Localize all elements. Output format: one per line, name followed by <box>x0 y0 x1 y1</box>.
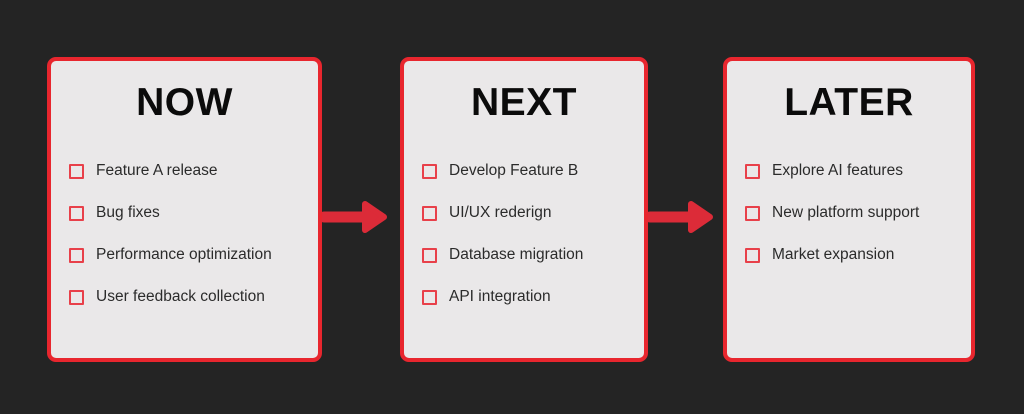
checkbox-icon[interactable] <box>422 289 437 305</box>
list-item-label: API integration <box>449 288 551 306</box>
checkbox-icon[interactable] <box>422 247 437 263</box>
list-item-label: Performance optimization <box>96 246 272 264</box>
list-item[interactable]: UI/UX rederign <box>422 192 644 234</box>
list-item[interactable]: Bug fixes <box>69 192 318 234</box>
list-item[interactable]: Explore AI features <box>745 150 971 192</box>
checkbox-icon[interactable] <box>422 163 437 179</box>
column-card-now[interactable]: NOW Feature A release Bug fixes Performa… <box>47 57 322 362</box>
list-item-label: Feature A release <box>96 162 218 180</box>
list-item-label: Bug fixes <box>96 204 160 222</box>
column-card-later[interactable]: LATER Explore AI features New platform s… <box>723 57 975 362</box>
list-item[interactable]: Feature A release <box>69 150 318 192</box>
connector-now-to-next <box>322 197 394 237</box>
checkbox-icon[interactable] <box>69 163 84 179</box>
checklist-now: Feature A release Bug fixes Performance … <box>51 122 318 318</box>
checklist-later: Explore AI features New platform support… <box>727 122 971 276</box>
list-item-label: New platform support <box>772 204 920 222</box>
list-item-label: Market expansion <box>772 246 895 264</box>
list-item[interactable]: Database migration <box>422 234 644 276</box>
checkbox-icon[interactable] <box>69 289 84 305</box>
arrow-right-icon <box>322 201 387 233</box>
arrow-right-icon <box>648 201 713 233</box>
list-item[interactable]: Develop Feature B <box>422 150 644 192</box>
checkbox-icon[interactable] <box>69 247 84 263</box>
column-card-next[interactable]: NEXT Develop Feature B UI/UX rederign Da… <box>400 57 648 362</box>
list-item[interactable]: Performance optimization <box>69 234 318 276</box>
checkbox-icon[interactable] <box>422 205 437 221</box>
list-item[interactable]: User feedback collection <box>69 276 318 318</box>
column-title-later: LATER <box>784 81 914 124</box>
list-item-label: Explore AI features <box>772 162 903 180</box>
checkbox-icon[interactable] <box>69 205 84 221</box>
list-item[interactable]: New platform support <box>745 192 971 234</box>
list-item-label: User feedback collection <box>96 288 265 306</box>
checklist-next: Develop Feature B UI/UX rederign Databas… <box>404 122 644 318</box>
list-item-label: Database migration <box>449 246 584 264</box>
list-item-label: UI/UX rederign <box>449 204 552 222</box>
checkbox-icon[interactable] <box>745 205 760 221</box>
checkbox-icon[interactable] <box>745 163 760 179</box>
column-title-now: NOW <box>136 81 233 124</box>
column-title-next: NEXT <box>470 81 577 124</box>
list-item[interactable]: API integration <box>422 276 644 318</box>
list-item[interactable]: Market expansion <box>745 234 971 276</box>
connector-next-to-later <box>648 197 720 237</box>
checkbox-icon[interactable] <box>745 247 760 263</box>
list-item-label: Develop Feature B <box>449 162 579 180</box>
